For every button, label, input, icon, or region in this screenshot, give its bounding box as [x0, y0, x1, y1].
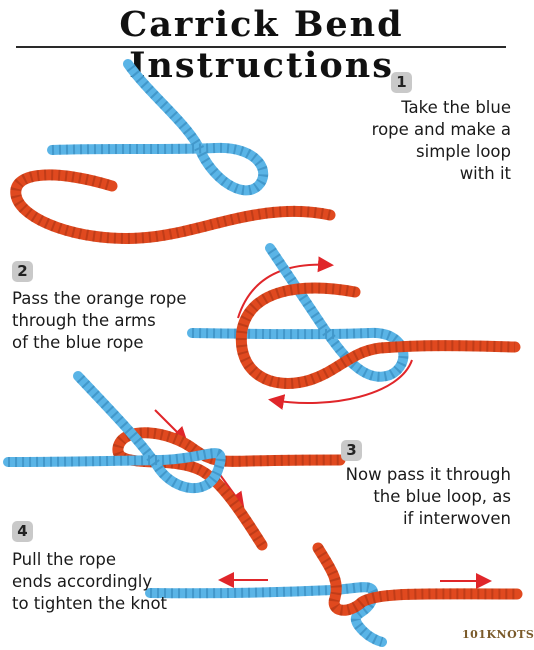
step-1-line: rope and make a	[371, 120, 511, 139]
step-1-badge: 1	[391, 72, 412, 93]
step-1-line: Take the blue	[401, 98, 511, 117]
blue-rope	[145, 582, 387, 647]
arrow-bottom	[268, 359, 413, 410]
arrow-top	[237, 256, 334, 319]
step-4-line: ends accordingly	[12, 572, 153, 591]
step-2-line: Pass the orange rope	[12, 289, 187, 308]
step-3-line: Now pass it through	[345, 465, 511, 484]
step-3-badge: 3	[341, 440, 362, 461]
orange-rope	[312, 542, 523, 616]
orange-rope	[235, 282, 521, 389]
step-4-line: Pull the rope	[12, 550, 116, 569]
step-2-badge: 2	[12, 261, 33, 282]
step-4-badge: 4	[12, 521, 33, 542]
step-1-illustration	[10, 59, 336, 244]
step-4-illustration	[145, 542, 523, 647]
step-2-illustration	[187, 243, 521, 410]
step-1-line: with it	[459, 164, 511, 183]
title-underline	[16, 46, 506, 48]
step-4-text: Pull the rope ends accordingly to tighte…	[12, 549, 167, 615]
orange-rope	[10, 169, 336, 244]
brand-logo: 101KNOTS	[462, 628, 534, 641]
step-2-line: through the arms	[12, 311, 156, 330]
blue-rope	[47, 59, 269, 196]
step-1-line: simple loop	[416, 142, 511, 161]
step-4-line: to tighten the knot	[12, 594, 168, 613]
step-3-line: the blue loop, as	[373, 487, 511, 506]
step-3-text: Now pass it through the blue loop, as if…	[346, 464, 511, 530]
step-3-illustration	[3, 371, 346, 551]
step-2-line: of the blue rope	[12, 333, 144, 352]
blue-rope	[187, 243, 409, 382]
page-title: Carrick Bend Instructions	[119, 4, 404, 86]
knot-illustrations	[3, 59, 523, 647]
step-2-text: Pass the orange rope through the arms of…	[12, 288, 187, 354]
step-3-line: if interwoven	[402, 509, 511, 528]
blue-rope	[3, 371, 226, 493]
step-1-text: Take the blue rope and make a simple loo…	[372, 97, 511, 185]
